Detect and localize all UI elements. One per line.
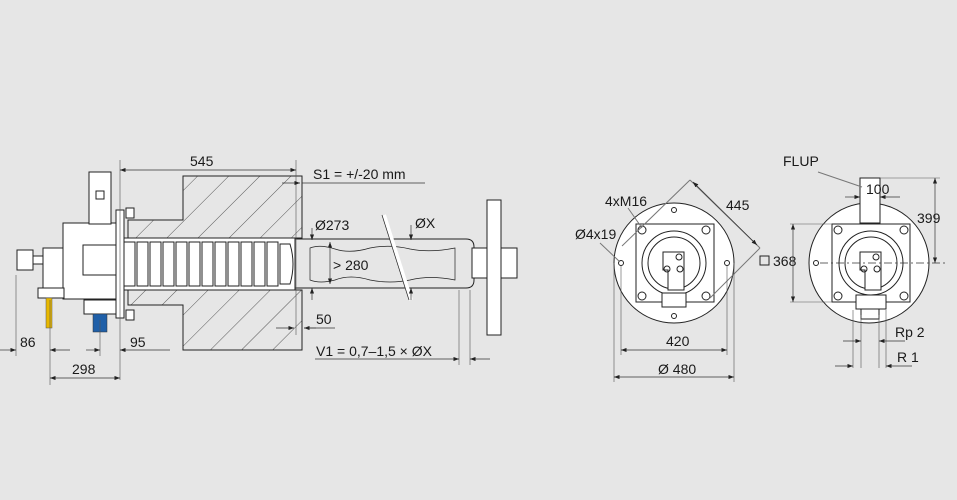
dim-r1: R 1 (897, 349, 919, 365)
heat-exchanger-fins (123, 241, 294, 287)
dim-100: 100 (866, 181, 890, 197)
dim-480: Ø 480 (658, 361, 696, 377)
gas-connection (83, 299, 117, 315)
connector (16, 249, 34, 271)
gas-pipe (860, 308, 880, 320)
dim-holes: Ø4x19 (575, 226, 616, 242)
wall-section-bottom (127, 289, 303, 351)
dim-length: 545 (190, 153, 214, 169)
dim-bore: > 280 (333, 257, 369, 273)
dim-x: ØX (415, 215, 436, 231)
dim-diagonal: 445 (726, 197, 750, 213)
dim-rp2: Rp 2 (895, 324, 925, 340)
indicator-icon (95, 190, 105, 200)
control-box (88, 171, 112, 225)
dim-square: 368 (773, 253, 797, 269)
rear-view: FLUP 100 399 Rp 2 R 1 (783, 153, 945, 369)
flange-plate (486, 199, 502, 336)
dim-420: 420 (666, 333, 690, 349)
side-view: 545 S1 = +/-20 mm Ø273 > 280 ØX 50 V1 = … (0, 153, 518, 385)
dim-399: 399 (917, 210, 941, 226)
dim-bolts: 4xM16 (605, 193, 647, 209)
square-symbol-icon (759, 255, 770, 266)
dim-50: 50 (316, 311, 332, 327)
flame-contour (309, 245, 456, 283)
break-line (382, 214, 413, 301)
dim-v1: V1 = 0,7–1,5 × ØX (316, 343, 433, 359)
wall-section-top (127, 175, 303, 239)
dim-86: 86 (20, 334, 36, 350)
front-view: 445 4xM16 Ø4x19 368 420 Ø 480 (575, 179, 797, 382)
cable-yellow (45, 297, 53, 329)
dim-95: 95 (130, 334, 146, 350)
dim-tube-diameter: Ø273 (315, 217, 349, 233)
label-flup: FLUP (783, 153, 819, 169)
dim-s1: S1 = +/-20 mm (313, 166, 406, 182)
flup-duct (859, 177, 881, 224)
dim-298: 298 (72, 361, 96, 377)
